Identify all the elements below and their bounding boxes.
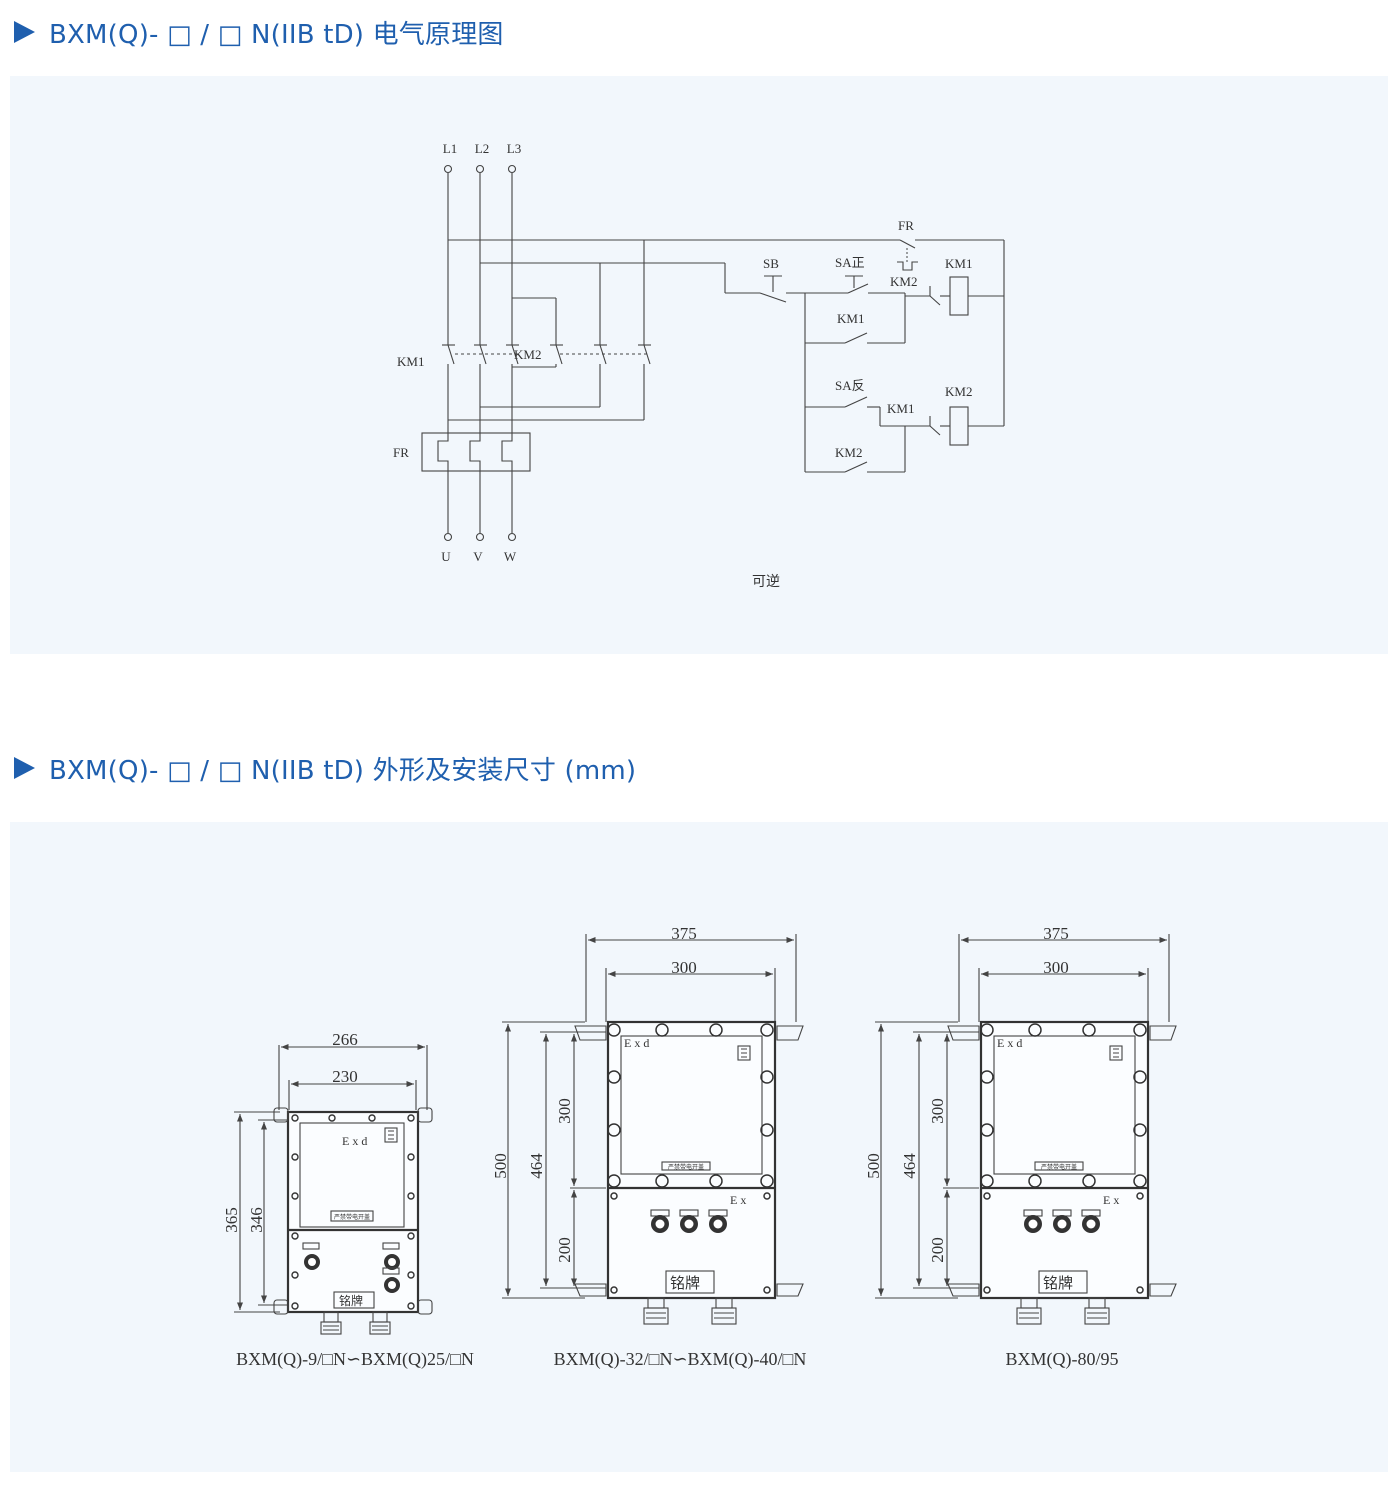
dimension-drawings: 266 230 365 346 [222,924,1177,1370]
thermal-relay-label: FR [393,445,409,460]
schematic-panel: L1 L2 L3 [10,76,1388,654]
output-label-u: U [441,549,451,564]
km2-coil-label: KM2 [945,384,972,399]
dim-width-outer: 266 [332,1030,358,1049]
output-label-w: W [504,549,517,564]
push-button-icon [382,1242,400,1270]
cable-gland-icon [369,1311,391,1335]
dim-height-body: 464 [527,1153,546,1179]
km1-hold-contact-label: KM1 [837,311,864,326]
phase-label-l1: L1 [443,141,457,156]
section-title: BXM(Q)- □ / □ N(IIB tD) 电气原理图 [49,19,504,50]
small-enclosure-drawing: 266 230 365 346 [222,1030,474,1370]
push-button-icon [302,1242,320,1270]
section-heading-schematic: BXM(Q)- □ / □ N(IIB tD) 电气原理图 [14,12,504,52]
exd-marking: E x d [997,1036,1022,1050]
ex-symbol-icon [741,1048,747,1058]
dim-width-outer: 375 [1043,924,1069,943]
km1-interlock-contact-label: KM1 [887,401,914,416]
cable-gland-icon [320,1311,342,1335]
push-button-icon [679,1209,699,1233]
cable-gland-icon [711,1297,737,1325]
nameplate-label: 铭牌 [670,1275,700,1292]
ex-symbol-icon [388,1130,394,1140]
warning-plate: 严禁带电开盖 [668,1163,704,1171]
warning-plate: 严禁带电开盖 [1041,1163,1077,1171]
push-button-icon [650,1209,670,1233]
cable-gland-icon [643,1297,669,1325]
ex-symbol-icon [1113,1048,1119,1058]
exe-marking: E x [1103,1193,1119,1207]
dim-height-outer: 365 [222,1207,241,1233]
exe-marking: E x [730,1193,746,1207]
exd-marking: E x d [342,1134,367,1148]
dim-width-inner: 230 [332,1067,358,1086]
dim-height-lower: 200 [555,1237,574,1263]
phase-label-l3: L3 [507,141,521,156]
large-enclosure-drawing: 375 300 500 464 300 200 [864,924,1177,1370]
nameplate-label: 铭牌 [1043,1275,1073,1292]
dim-height-total: 500 [491,1153,510,1179]
warning-plate: 严禁带电开盖 [334,1213,370,1221]
dim-height-lower: 200 [928,1237,947,1263]
phase-label-l2: L2 [475,141,489,156]
section-heading-dimensions: BXM(Q)- □ / □ N(IIB tD) 外形及安装尺寸 (mm) [14,748,636,788]
main-contactor-label-km2: KM2 [514,347,541,362]
dimensions-panel: 266 230 365 346 [10,822,1388,1472]
nameplate-label: 铭牌 [339,1293,363,1308]
push-button-icon [382,1267,400,1293]
dim-width-outer: 375 [671,924,697,943]
km2-hold-contact-label: KM2 [835,445,862,460]
reverse-switch-label: SA反 [835,378,865,393]
dim-height-total: 500 [864,1153,883,1179]
large-enclosure-caption: BXM(Q)-80/95 [1006,1349,1119,1370]
triangle-bullet-icon [14,21,35,43]
km1-coil-label: KM1 [945,256,972,271]
dim-height-upper: 300 [928,1098,947,1124]
stop-button-label: SB [763,256,779,271]
medium-enclosure-drawing: 375 300 500 464 300 200 [491,924,806,1370]
forward-switch-label: SA正 [835,255,865,270]
push-button-icon [1081,1209,1101,1233]
triangle-bullet-icon [14,757,35,779]
cable-gland-icon [1084,1297,1110,1325]
dim-width-inner: 300 [671,958,697,977]
cable-gland-icon [1016,1297,1042,1325]
dim-height-body: 464 [900,1153,919,1179]
push-button-icon [1052,1209,1072,1233]
exd-marking: E x d [624,1036,649,1050]
output-label-v: V [473,549,483,564]
push-button-icon [1023,1209,1043,1233]
dim-height-upper: 300 [555,1098,574,1124]
dim-width-inner: 300 [1043,958,1069,977]
small-enclosure-caption: BXM(Q)-9/□N∽BXM(Q)25/□N [236,1349,474,1370]
push-button-icon [708,1209,728,1233]
section-title: BXM(Q)- □ / □ N(IIB tD) 外形及安装尺寸 (mm) [49,755,637,786]
fr-control-contact-label: FR [898,218,914,233]
schematic-caption: 可逆 [752,574,780,590]
medium-enclosure-caption: BXM(Q)-32/□N∽BXM(Q)-40/□N [554,1349,807,1370]
km2-interlock-contact-label: KM2 [890,274,917,289]
electrical-schematic: L1 L2 L3 [393,141,1005,590]
main-contactor-label-km1: KM1 [397,354,424,369]
dim-height-inner: 346 [247,1207,266,1233]
